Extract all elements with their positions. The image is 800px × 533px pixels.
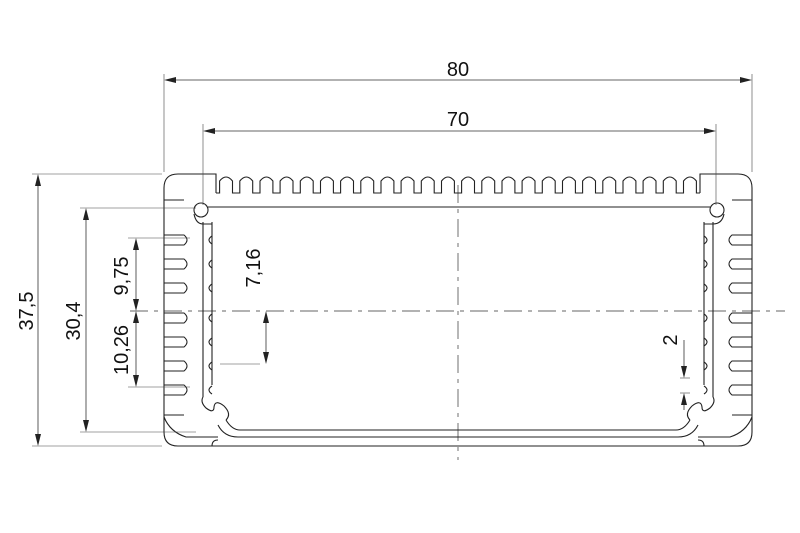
dim-upper-fin-span: 9,75 <box>111 257 133 296</box>
screw-clip-bottom-right <box>686 396 715 421</box>
dim-wall-thickness: 2 <box>660 334 682 345</box>
enclosure-profile <box>163 173 753 447</box>
right-cooling-fins <box>703 199 752 416</box>
dim-inner-width: 70 <box>447 109 469 131</box>
screw-hole-top-right <box>709 202 725 218</box>
screw-hole-top-left <box>193 202 209 218</box>
dim-overall-width: 80 <box>447 59 469 81</box>
left-cooling-fins <box>164 199 213 416</box>
dim-slot-offset: 7,16 <box>243 249 265 288</box>
dimension-lines <box>35 77 752 446</box>
top-cooling-fins <box>216 176 700 194</box>
dim-overall-height: 37,5 <box>16 292 38 331</box>
screw-clip-bottom-left <box>201 396 230 421</box>
dim-inner-height: 30,4 <box>63 302 85 341</box>
extension-lines <box>32 74 753 447</box>
dim-lower-fin-span: 10,26 <box>111 325 133 375</box>
